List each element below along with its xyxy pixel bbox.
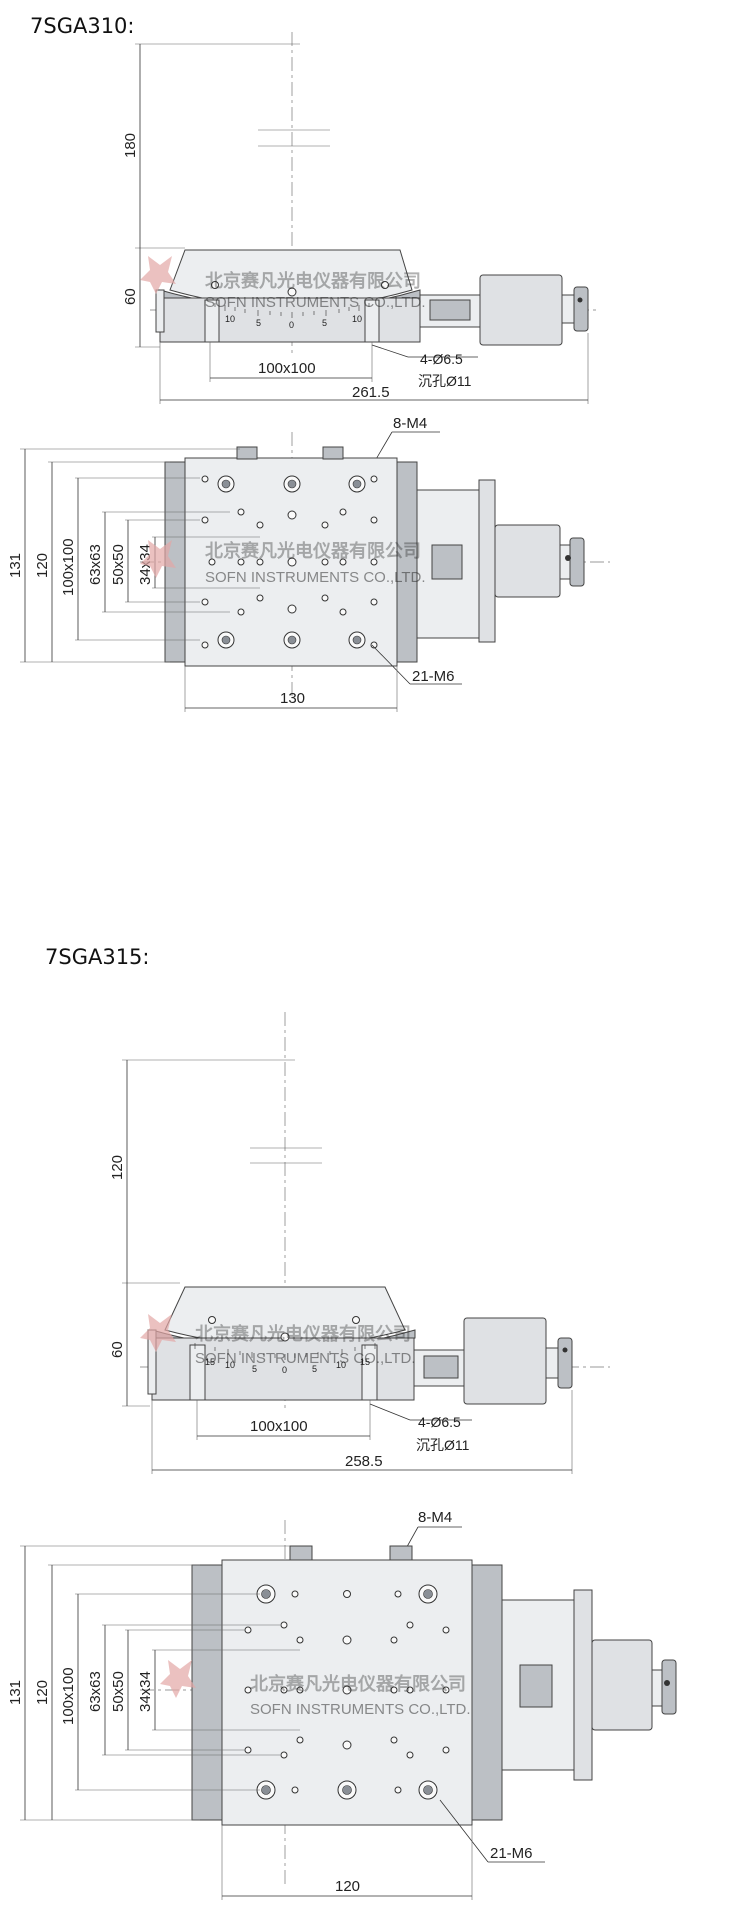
mount-post-left <box>204 299 220 343</box>
scale-label: 0 <box>289 320 294 330</box>
label-thread-small: 8-M4 <box>418 1509 452 1526</box>
angle-scale-ticks <box>194 1343 376 1360</box>
label-height-body: 60 <box>109 1341 126 1358</box>
label-overall: 131 <box>7 553 24 578</box>
hand-knob <box>573 286 589 332</box>
label-hole-spec: 4-Ø6.5 <box>418 1414 461 1430</box>
scale-label: 5 <box>322 318 327 328</box>
scale-label: 10 <box>352 314 362 324</box>
stepper-motor <box>591 1639 653 1731</box>
top-view-7sga310: 8-M4 21-M6 <box>7 415 610 712</box>
scale-label: 5 <box>256 318 261 328</box>
label-hole-pitch: 100x100 <box>250 1418 308 1435</box>
watermark-logo <box>140 540 176 578</box>
leader-thread-large <box>371 644 411 685</box>
scale-label: 15 <box>205 1357 215 1367</box>
scale-label: 10 <box>336 1360 346 1370</box>
label-thread-large: 21-M6 <box>412 668 455 685</box>
coupling <box>519 1664 553 1708</box>
mount-holes <box>244 1584 450 1800</box>
label-pitch-63: 63x63 <box>87 1671 104 1712</box>
label-hole-spec: 4-Ø6.5 <box>420 351 463 367</box>
label-width: 120 <box>34 1680 51 1705</box>
label-pitch-63: 63x63 <box>87 544 104 585</box>
zero-mark-screw <box>280 1332 290 1342</box>
leader-hole-spec <box>371 344 409 358</box>
stepper-motor <box>494 524 561 598</box>
watermark-cn: 北京赛凡光电仪器有限公司 <box>195 1323 411 1344</box>
label-total-length: 261.5 <box>352 384 390 401</box>
side-view-7sga315: 120 60 15 10 5 0 5 10 15 100x100 4-Ø6.5 … <box>109 1012 610 1474</box>
watermark-logo <box>160 1660 196 1698</box>
label-counterbore: 沉孔Ø11 <box>416 1437 470 1453</box>
stepper-motor <box>479 274 563 346</box>
label-counterbore: 沉孔Ø11 <box>418 373 472 389</box>
motor-bracket <box>501 1599 575 1771</box>
label-overall: 131 <box>7 1680 24 1705</box>
watermark-en: SOFN INSTRUMENTS CO.,LTD. <box>205 569 426 586</box>
scale-label: 5 <box>252 1364 257 1374</box>
label-length: 120 <box>335 1878 360 1895</box>
stepper-motor <box>463 1317 547 1405</box>
scale-label: 15 <box>360 1357 370 1367</box>
leader-hole-spec <box>369 1403 411 1421</box>
label-pitch-100: 100x100 <box>60 1667 77 1725</box>
label-height-top: 180 <box>122 133 139 158</box>
leader-thread-large <box>439 1799 489 1863</box>
coupling <box>431 544 463 580</box>
label-thread-small: 8-M4 <box>393 415 427 432</box>
hand-knob <box>557 1337 573 1389</box>
mount-holes <box>201 475 378 649</box>
label-length: 130 <box>280 690 305 707</box>
label-height-body: 60 <box>122 288 139 305</box>
mount-post-left <box>189 1344 206 1401</box>
watermark-cn: 北京赛凡光电仪器有限公司 <box>205 540 421 561</box>
label-height-top: 120 <box>109 1155 126 1180</box>
watermark-en: SOFN INSTRUMENTS CO.,LTD. <box>195 1350 416 1367</box>
model-title-7sga315: 7SGA315: <box>45 945 150 969</box>
label-hole-pitch: 100x100 <box>258 360 316 377</box>
watermark-cn: 北京赛凡光电仪器有限公司 <box>250 1673 466 1694</box>
mount-post-right <box>361 1344 378 1401</box>
watermark-en: SOFN INSTRUMENTS CO.,LTD. <box>205 294 426 311</box>
watermark-logo <box>140 1314 176 1352</box>
watermark-logo <box>140 256 176 294</box>
top-view-7sga315: 8-M4 21-M6 <box>7 1509 677 1900</box>
label-width: 120 <box>34 553 51 578</box>
zero-mark-screw <box>287 287 297 297</box>
scale-label: 0 <box>282 1365 287 1375</box>
hand-knob <box>569 537 585 587</box>
scale-label: 5 <box>312 1364 317 1374</box>
watermark-cn: 北京赛凡光电仪器有限公司 <box>205 270 421 291</box>
label-pitch-50: 50x50 <box>110 544 127 585</box>
label-thread-large: 21-M6 <box>490 1845 533 1862</box>
side-view-7sga310: 180 60 10 5 0 5 10 100x100 4-Ø6.5 沉孔Ø11 <box>122 32 600 404</box>
scale-label: 10 <box>225 314 235 324</box>
angle-scale-ticks <box>204 300 380 318</box>
label-pitch-50: 50x50 <box>110 1671 127 1712</box>
watermark-en: SOFN INSTRUMENTS CO.,LTD. <box>250 1701 471 1718</box>
hand-knob <box>661 1659 677 1715</box>
label-total-length: 258.5 <box>345 1453 383 1470</box>
label-pitch-34: 34x34 <box>137 1671 154 1712</box>
model-title-7sga310: 7SGA310: <box>30 14 135 38</box>
label-pitch-100: 100x100 <box>60 538 77 596</box>
scale-label: 10 <box>225 1360 235 1370</box>
